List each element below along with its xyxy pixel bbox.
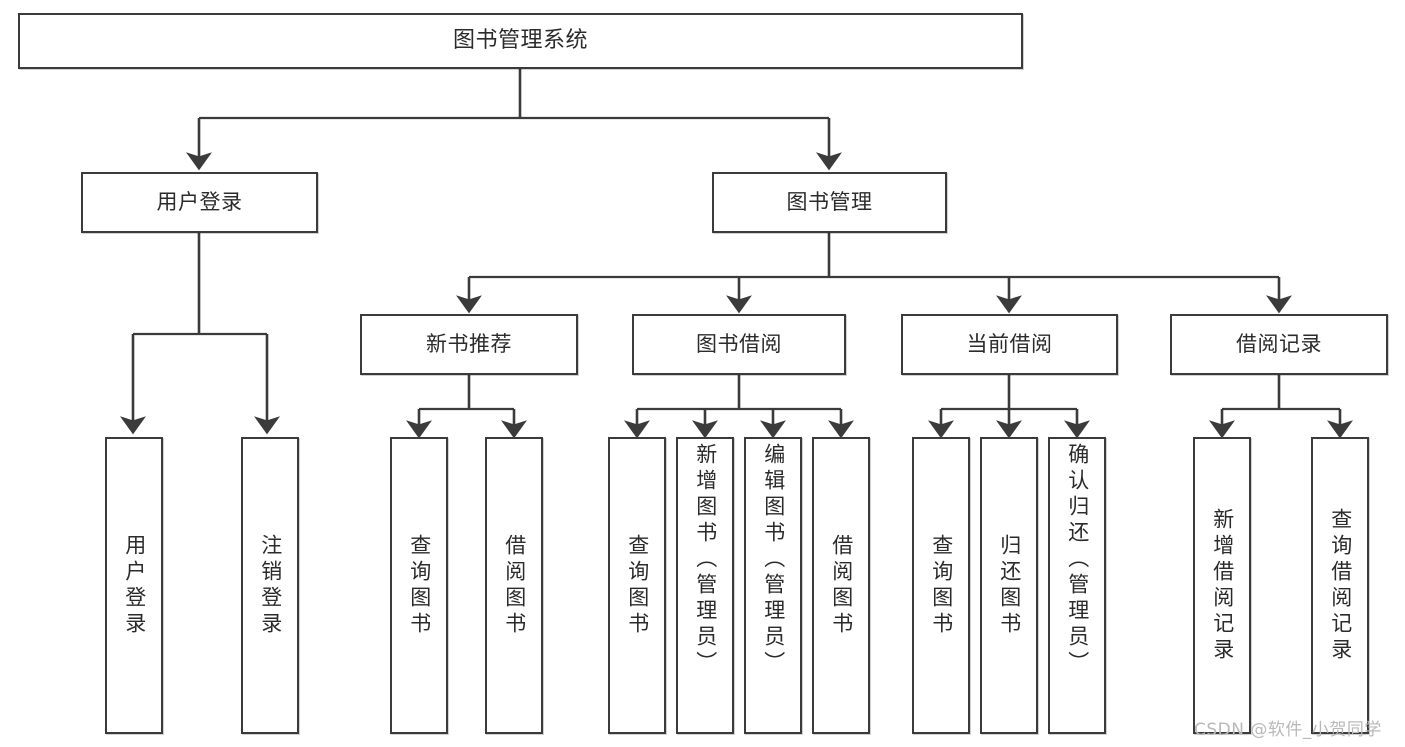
node-label: 用户登录 (156, 189, 243, 214)
node-label: 新增图书（管理员） (693, 443, 718, 677)
node-user-login[interactable]: 用户登录 (81, 172, 318, 233)
node-label: 查询图书 (407, 533, 432, 638)
node-borrow-record[interactable]: 借阅记录 (1170, 314, 1388, 375)
leaf-query-book-current[interactable]: 查询图书 (912, 437, 970, 734)
node-label: 图书管理 (786, 189, 873, 214)
leaf-confirm-return-admin[interactable]: 确认归还（管理员） (1048, 437, 1106, 734)
leaf-borrow-book-recommend[interactable]: 借阅图书 (485, 437, 543, 734)
node-label: 注销登录 (258, 533, 283, 638)
leaf-user-login[interactable]: 用户登录 (105, 437, 163, 734)
node-label: 编辑图书（管理员） (761, 443, 786, 677)
node-label: 图书管理系统 (452, 27, 588, 53)
node-book-borrow[interactable]: 图书借阅 (632, 314, 846, 375)
node-label: 借阅图书 (502, 533, 527, 638)
node-book-management[interactable]: 图书管理 (712, 172, 947, 233)
node-label: 确认归还（管理员） (1065, 443, 1090, 677)
csdn-watermark: CSDN @软件_小贺同学 (1194, 720, 1382, 740)
leaf-query-borrow-record[interactable]: 查询借阅记录 (1311, 437, 1369, 734)
node-current-borrow[interactable]: 当前借阅 (901, 314, 1118, 375)
leaf-query-book-recommend[interactable]: 查询图书 (390, 437, 448, 734)
node-label: 查询借阅记录 (1328, 507, 1353, 664)
node-label: 借阅图书 (829, 533, 854, 638)
node-label: 新书推荐 (426, 331, 512, 356)
node-label: 图书借阅 (696, 331, 782, 356)
leaf-logout-login[interactable]: 注销登录 (241, 437, 299, 734)
node-label: 用户登录 (122, 533, 147, 638)
node-new-book-recommend[interactable]: 新书推荐 (360, 314, 578, 375)
leaf-return-book[interactable]: 归还图书 (980, 437, 1038, 734)
leaf-add-book-admin[interactable]: 新增图书（管理员） (676, 437, 734, 734)
leaf-query-book-borrow[interactable]: 查询图书 (608, 437, 666, 734)
node-label: 借阅记录 (1236, 331, 1322, 356)
leaf-borrow-book[interactable]: 借阅图书 (812, 437, 870, 734)
leaf-add-borrow-record[interactable]: 新增借阅记录 (1193, 437, 1251, 734)
node-label: 新增借阅记录 (1210, 507, 1235, 664)
node-root-system[interactable]: 图书管理系统 (18, 13, 1023, 69)
leaf-edit-book-admin[interactable]: 编辑图书（管理员） (744, 437, 802, 734)
node-label: 归还图书 (997, 533, 1022, 638)
node-label: 当前借阅 (966, 331, 1053, 356)
node-label: 查询图书 (929, 533, 954, 638)
node-label: 查询图书 (625, 533, 650, 638)
